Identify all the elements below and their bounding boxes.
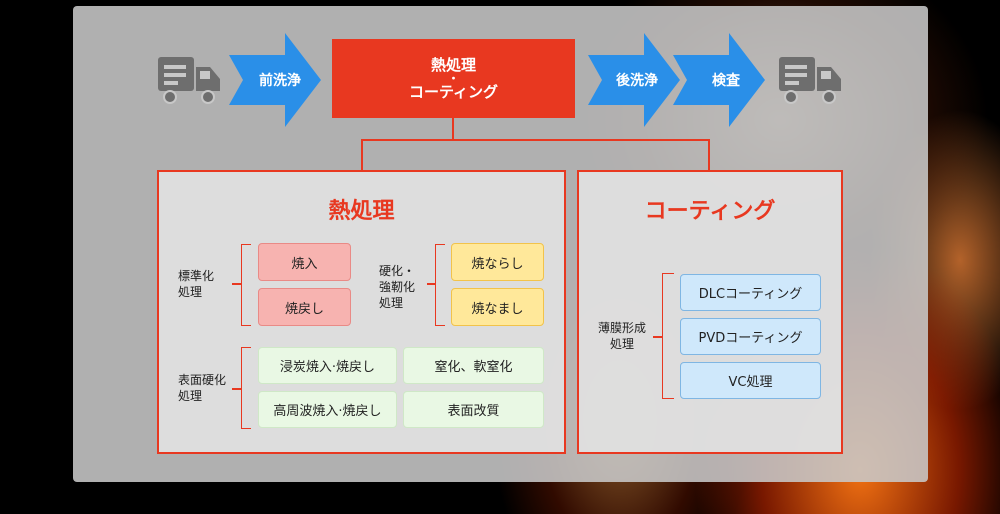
main-step-line2: コーティング [408,82,499,101]
right-arrow-icon [588,33,680,127]
label-line: 処理 [610,337,635,351]
label-line: 処理 [379,296,404,310]
bracket-tick [232,388,241,390]
label-line: 標準化 [178,269,215,283]
label-line: 硬化・ [379,264,416,278]
main-step-dot: ・ [448,71,459,85]
chip-carburizing: 浸炭焼入·焼戻し [258,347,397,384]
label-line: 表面硬化 [178,373,227,387]
chip-nitriding: 窒化、軟窒化 [403,347,544,384]
chip-vc-treatment: VC処理 [680,362,821,399]
label-line: 薄膜形成 [598,321,647,335]
heat-treatment-coating-step: 熱処理 ・ コーティング [332,39,575,118]
chip-tempering: 焼戻し [258,288,351,326]
chip-quenching: 焼入 [258,243,351,281]
chip-normalizing: 焼ならし [451,243,544,281]
surface-group-label: 表面硬化 処理 [178,372,226,404]
bracket [241,244,251,326]
post-wash-label: 後洗浄 [616,73,658,89]
connector-line [708,139,710,171]
chip-annealing: 焼なまし [451,288,544,326]
chip-dlc-coating: DLCコーティング [680,274,821,311]
heat-treatment-title: 熱処理 [328,199,395,224]
film-group-label: 薄膜形成 処理 [598,320,646,352]
delivery-truck-icon [158,57,220,104]
bracket [435,244,445,326]
chip-induction-hardening: 高周波焼入·焼戻し [258,391,397,428]
connector-line [361,139,710,141]
label-line: 処理 [178,389,203,403]
right-arrow-icon [229,33,321,127]
main-step-line1: 熱処理 [430,55,476,74]
connector-line [452,118,454,140]
bracket [662,273,674,399]
connector-line [361,139,363,171]
bracket-tick [232,283,241,285]
bracket [241,347,251,429]
bracket-tick [427,283,435,285]
delivery-truck-icon [779,57,841,104]
hardening-group-label: 硬化・ 強靭化 処理 [379,263,415,311]
chip-surface-modification: 表面改質 [403,391,544,428]
label-line: 処理 [178,285,203,299]
coating-section [577,170,843,454]
right-arrow-icon [673,33,765,127]
chip-pvd-coating: PVDコーティング [680,318,821,355]
coating-title: コーティング [644,199,776,224]
pre-wash-label: 前洗浄 [259,73,301,89]
bracket-tick [653,336,662,338]
standard-group-label: 標準化 処理 [178,268,214,300]
inspection-label: 検査 [712,73,740,89]
label-line: 強靭化 [379,280,416,294]
